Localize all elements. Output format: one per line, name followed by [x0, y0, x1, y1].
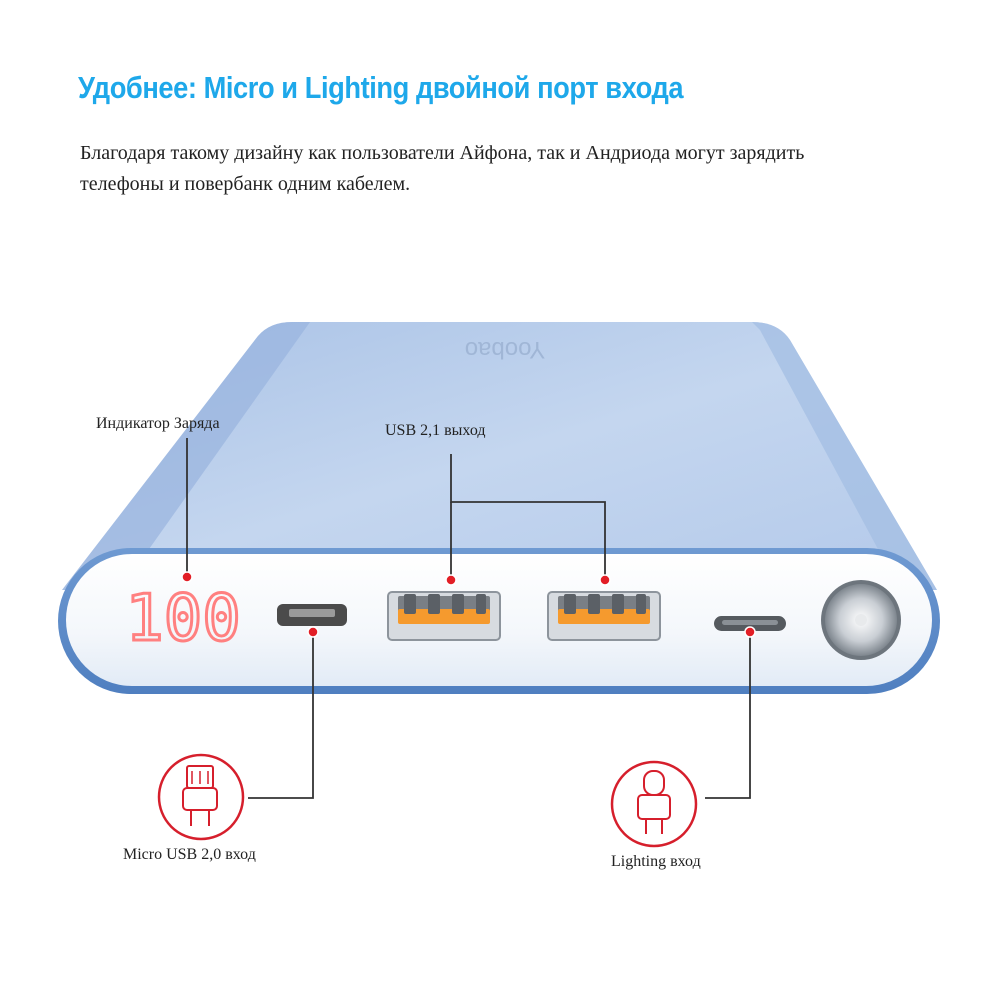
- label-charge-indicator: Индикатор Заряда: [96, 415, 220, 432]
- micro-usb-connector-icon: [157, 753, 245, 841]
- label-lightning-input: Lighting вход: [611, 853, 701, 870]
- usb-port-1: [387, 591, 501, 641]
- device-top-surface: [62, 322, 937, 590]
- marker-usb-2: [599, 574, 611, 586]
- callout-line-lightning: [705, 632, 751, 799]
- charge-display: 100: [125, 582, 241, 656]
- marker-micro: [307, 626, 319, 638]
- callout-line-micro: [248, 632, 314, 799]
- page-heading: Удобнее: Micro и Lighting двойной порт в…: [78, 70, 684, 105]
- usb-port-2: [547, 591, 661, 641]
- power-button: [821, 580, 901, 660]
- label-micro-input: Micro USB 2,0 вход: [123, 846, 256, 863]
- marker-usb-1: [445, 574, 457, 586]
- brand-logo: Yoobao: [465, 336, 546, 363]
- marker-indicator: [181, 571, 193, 583]
- callout-line-usb-output: [450, 454, 606, 580]
- marker-lightning: [744, 626, 756, 638]
- lightning-connector-icon: [610, 760, 698, 848]
- label-usb-output: USB 2,1 выход: [385, 422, 486, 439]
- page-description: Благодаря такому дизайну как пользовател…: [80, 142, 805, 195]
- port-markers: [181, 571, 756, 638]
